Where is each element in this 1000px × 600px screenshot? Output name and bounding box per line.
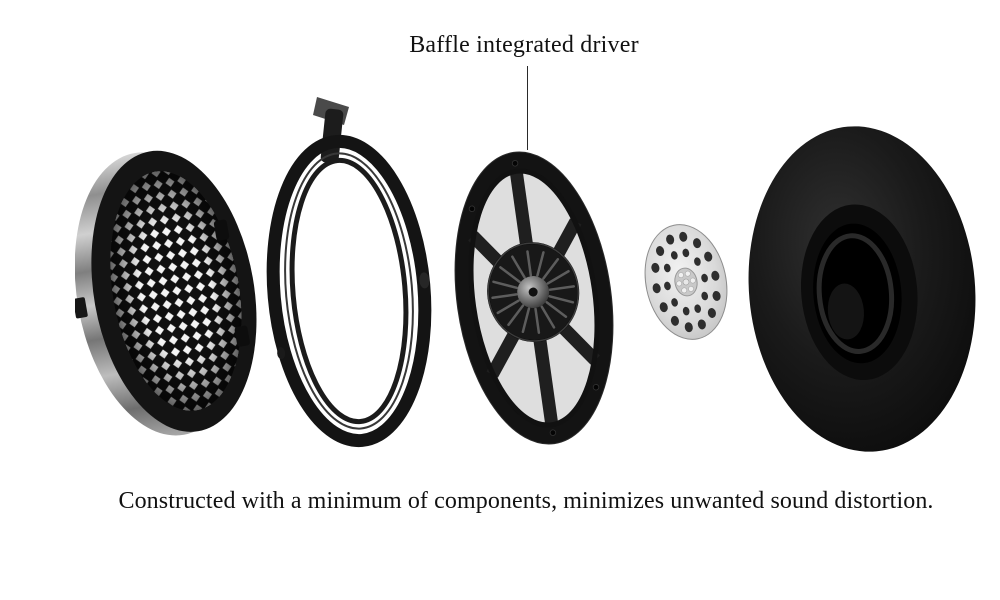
caption-text: Constructed with a minimum of components… [118, 488, 934, 514]
grille-mesh-graphic [75, 150, 257, 436]
grille-mesh-cover [75, 142, 260, 442]
mounting-ring-with-stem [265, 95, 435, 455]
baffle-integrated-driver [452, 140, 617, 455]
annotation-label: Baffle integrated driver [409, 32, 639, 58]
ear-pad-graphic [748, 126, 976, 452]
mounting-ring-graphic [266, 97, 432, 448]
ear-pad-cushion [742, 118, 982, 460]
baffle-driver-graphic [454, 151, 614, 445]
perforated-damping-disc [636, 210, 736, 355]
annotation-pointer-line [527, 66, 528, 150]
damping-disc-graphic [644, 224, 728, 340]
